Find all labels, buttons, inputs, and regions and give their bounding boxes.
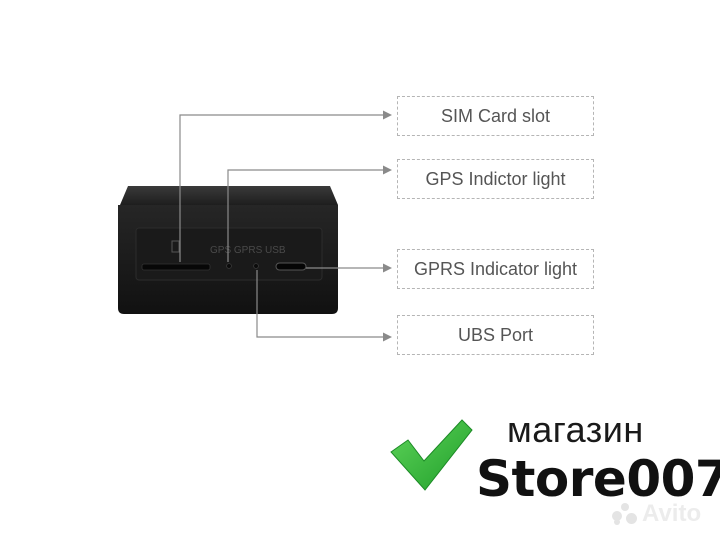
leader-lines	[179, 114, 384, 338]
callout-label: GPRS Indicator light	[413, 258, 578, 279]
gps-led	[226, 263, 232, 269]
gprs-led	[253, 263, 259, 269]
shop-word: магазин	[507, 409, 644, 450]
callout-label: GPS Indictor light	[425, 168, 566, 189]
callout-usb-port: UBS Port	[397, 315, 594, 355]
avito-dots-icon	[612, 503, 638, 525]
callout-gps-indicator: GPS Indictor light	[397, 159, 594, 199]
arrow-head-icon	[383, 165, 392, 175]
callout-gprs-indicator: GPRS Indicator light	[397, 249, 594, 289]
usb-port	[275, 262, 307, 271]
callout-sim-card-slot: SIM Card slot	[397, 96, 594, 136]
leader-line-gps	[227, 169, 384, 262]
sim-card-icon	[171, 240, 180, 253]
leader-line-sim	[179, 114, 384, 262]
leader-arrows	[383, 110, 392, 342]
callout-label: UBS Port	[457, 324, 534, 345]
watermark-text: Avito	[642, 500, 702, 527]
arrow-head-icon	[383, 110, 392, 120]
leader-line-usb	[256, 270, 384, 338]
callout-label: SIM Card slot	[440, 105, 551, 126]
device-panel-label: GPS GPRS USB	[210, 245, 286, 256]
arrow-head-icon	[383, 263, 392, 273]
checkmark-icon	[390, 419, 473, 491]
shop-name: Store007	[476, 450, 720, 508]
sim-card-slot	[141, 263, 211, 271]
device-top-face	[120, 186, 338, 205]
avito-watermark: Avito	[612, 500, 701, 528]
arrow-head-icon	[383, 332, 392, 342]
